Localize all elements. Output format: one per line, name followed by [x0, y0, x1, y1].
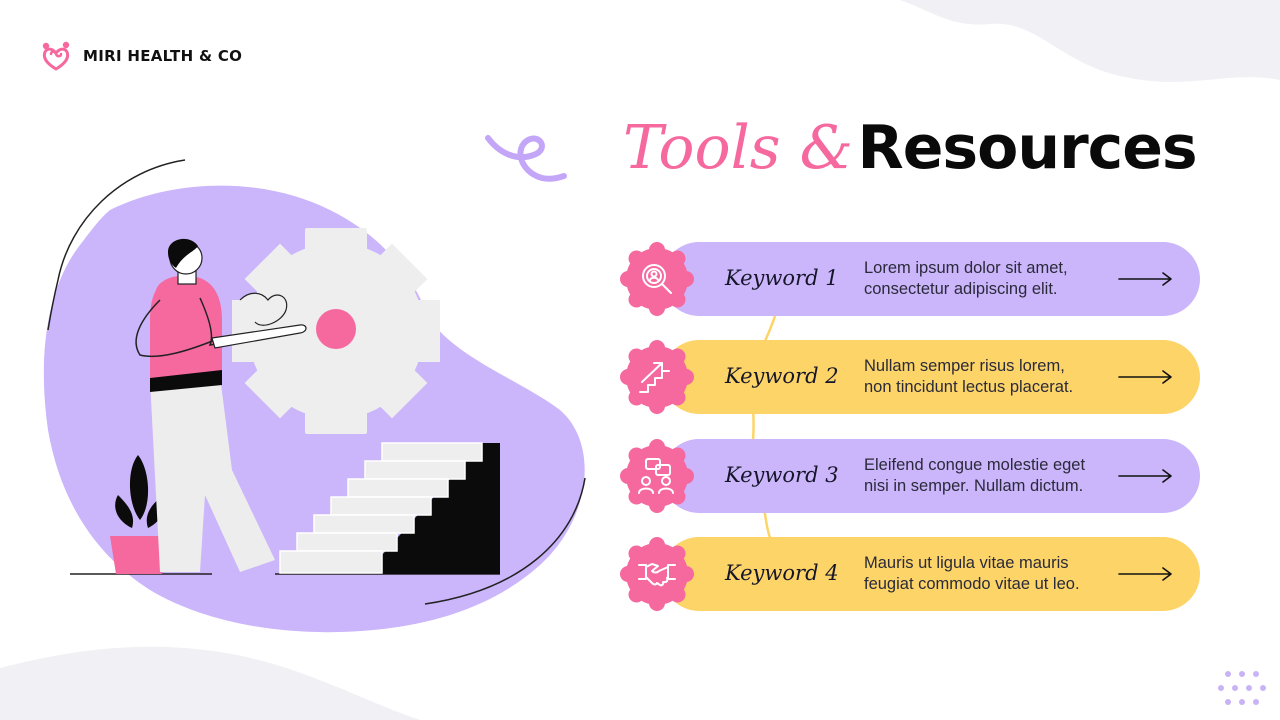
- arrow-right-icon[interactable]: [1118, 467, 1174, 485]
- keyword-3-description: Eleifend congue molestie eget nisi in se…: [864, 455, 1114, 497]
- illustration-person-gear-stairs: [43, 159, 586, 633]
- desc-line: feugiat commodo vitae ut leo.: [864, 575, 1080, 593]
- magnifier-person-icon: [642, 264, 672, 294]
- dots-decoration: [1218, 671, 1266, 705]
- desc-line: non tincidunt lectus placerat.: [864, 378, 1074, 396]
- desc-line: consectetur adipiscing elit.: [864, 280, 1058, 298]
- badge-4: [620, 537, 694, 611]
- badge-3: [620, 439, 694, 513]
- keyword-1-description: Lorem ipsum dolor sit amet, consectetur …: [864, 258, 1114, 300]
- person: [135, 238, 307, 572]
- brand: MIRI HEALTH & CO: [40, 40, 242, 72]
- keyword-1: Keyword 1: [725, 266, 839, 290]
- stairs-shadow: [382, 443, 500, 574]
- handshake-icon: [638, 563, 676, 587]
- keyword-3: Keyword 3: [725, 463, 839, 487]
- heart-swirl-logo-icon: [42, 41, 70, 71]
- desc-line: nisi in semper. Nullam dictum.: [864, 477, 1084, 495]
- desc-line: Eleifend congue molestie eget: [864, 456, 1086, 474]
- stairs-arrow-icon: [639, 362, 670, 393]
- chat-people-icon: [638, 458, 674, 494]
- keyword-row-2-bg: [662, 340, 1200, 414]
- arrow-right-icon[interactable]: [1118, 565, 1174, 583]
- desc-line: Mauris ut ligula vitae mauris: [864, 554, 1069, 572]
- arrow-right-icon[interactable]: [1118, 368, 1174, 386]
- badge-1: [620, 242, 694, 316]
- arrow-right-icon[interactable]: [1118, 270, 1174, 288]
- title-accent: Tools &: [623, 113, 854, 183]
- squiggle-decoration: [485, 135, 567, 182]
- title-main: Resources: [857, 113, 1198, 183]
- badge-2: [620, 340, 694, 414]
- keyword-row-4-bg: [662, 537, 1200, 611]
- keyword-4-description: Mauris ut ligula vitae mauris feugiat co…: [864, 553, 1114, 595]
- keyword-2: Keyword 2: [725, 364, 839, 388]
- keyword-2-description: Nullam semper risus lorem, non tincidunt…: [864, 356, 1114, 398]
- keyword-row-3-bg: [662, 439, 1200, 513]
- brand-name: MIRI HEALTH & CO: [83, 47, 243, 65]
- keyword-row-1-bg: [662, 242, 1200, 316]
- keyword-4: Keyword 4: [725, 561, 839, 585]
- page-title: Tools & Resources: [623, 118, 1198, 178]
- desc-line: Lorem ipsum dolor sit amet,: [864, 259, 1068, 277]
- desc-line: Nullam semper risus lorem,: [864, 357, 1065, 375]
